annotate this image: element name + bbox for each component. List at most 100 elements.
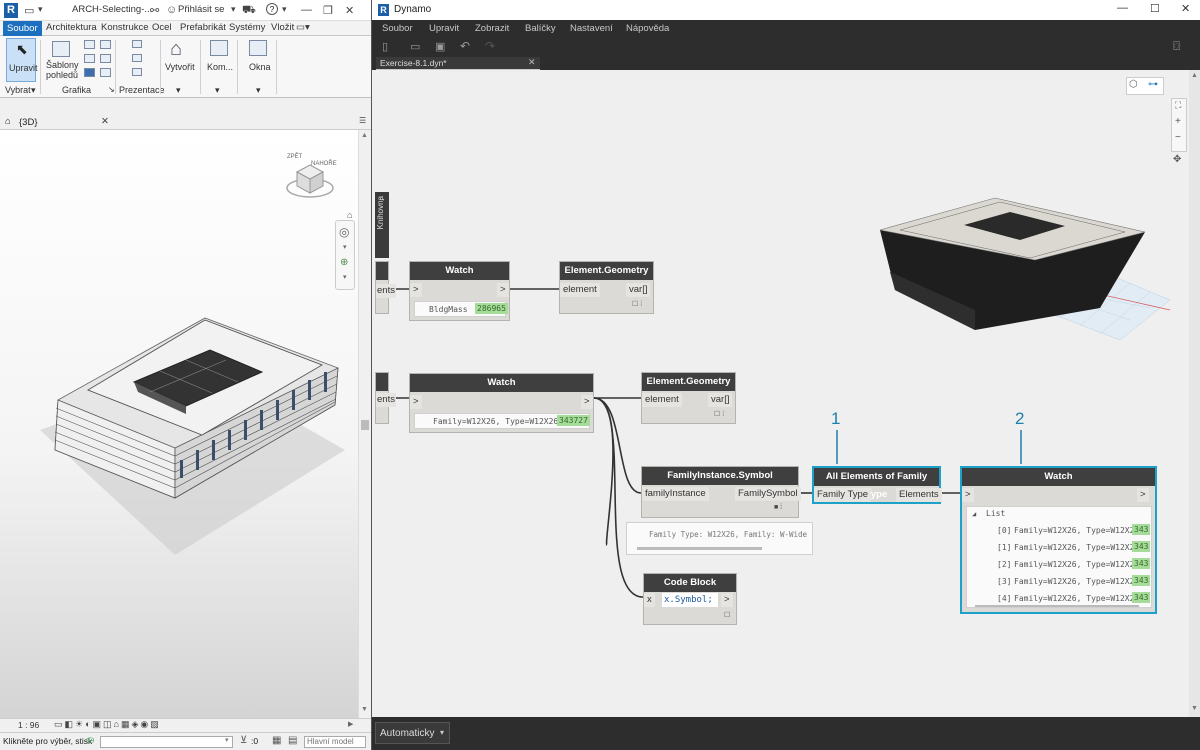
binoculars-icon[interactable]: ⚯ <box>150 5 160 17</box>
cart-icon[interactable]: ⛟ <box>242 4 256 16</box>
scroll-down-icon[interactable]: ▼ <box>1191 705 1198 712</box>
element-id-value[interactable]: 343 <box>1132 524 1151 535</box>
all-elements-of-family-type-node[interactable]: All Elements of Family Type Family Type … <box>812 466 942 504</box>
tab-systems[interactable]: Systémy <box>229 22 266 33</box>
presentation-tool-icon[interactable] <box>132 40 142 48</box>
scroll-up-icon[interactable]: ▲ <box>1191 72 1198 79</box>
file-tab[interactable]: Exercise-8.1.dyn* ✕ <box>376 57 540 70</box>
open-icon[interactable]: ▭ <box>24 5 35 17</box>
zoom-dropdown-icon[interactable]: ▾ <box>343 274 347 281</box>
revit-3d-viewport[interactable]: ZPĚT NAHOŘE ⌂ ◎ ▾ ⊕ ▾ <box>0 130 358 718</box>
close-icon[interactable]: ✕ <box>345 5 355 17</box>
save-icon[interactable]: ▣ <box>435 41 446 53</box>
windows-dropdown-icon[interactable]: ▾ <box>256 85 261 95</box>
watch-node[interactable]: Watch > > Family=W12X26, Type=W12X26 343… <box>409 373 594 433</box>
fit-view-icon[interactable]: ⛶ <box>1175 100 1182 110</box>
input-port[interactable]: > <box>962 488 974 502</box>
viewcube-home-icon[interactable]: ⌂ <box>347 210 353 220</box>
sign-in-link[interactable]: Přihlásit se <box>178 4 225 15</box>
output-port[interactable]: Elements <box>896 488 942 502</box>
output-port[interactable]: ents <box>376 393 396 407</box>
component-button[interactable]: Kom... <box>207 62 234 72</box>
familyinstance-symbol-node[interactable]: FamilyInstance.Symbol familyInstance Fam… <box>641 466 801 518</box>
run-mode-dropdown[interactable]: Automaticky ▾ <box>375 722 450 744</box>
element-id-value[interactable]: 286965 <box>475 303 508 314</box>
sign-in-dropdown-icon[interactable]: ▾ <box>231 4 236 14</box>
element-id-value[interactable]: 343 <box>1132 575 1151 586</box>
input-port[interactable]: Family Type <box>814 488 872 502</box>
workset-icon[interactable]: ⛀ <box>86 735 95 746</box>
help-dropdown-icon[interactable]: ▾ <box>282 4 287 14</box>
scroll-thumb[interactable] <box>361 420 369 430</box>
input-port[interactable]: element <box>560 283 600 297</box>
graphics-tool-icon[interactable] <box>84 68 95 77</box>
menu-view[interactable]: Zobrazit <box>475 23 510 34</box>
output-port[interactable]: > <box>1137 488 1149 502</box>
preview-toggle-icon[interactable]: ■ ⁞ <box>774 504 783 511</box>
filter-icon[interactable]: ⊻ <box>240 735 248 746</box>
model-dropdown[interactable]: Hlavní model <box>304 736 366 748</box>
close-tab-icon[interactable]: ✕ <box>528 57 536 67</box>
element-id-value[interactable]: 343727 <box>557 415 590 426</box>
graphics-tool-icon[interactable] <box>100 68 111 77</box>
revit-view-scrollbar[interactable]: ▲ ▼ <box>358 130 371 718</box>
input-port[interactable]: > <box>410 283 422 297</box>
output-port[interactable]: > <box>581 395 593 409</box>
zoom-out-icon[interactable]: − <box>1175 132 1181 143</box>
element-id-value[interactable]: 343 <box>1132 592 1151 603</box>
windows-icon[interactable] <box>249 40 267 56</box>
element-id-value[interactable]: 343 <box>1132 558 1151 569</box>
tab-steel[interactable]: Ocel <box>152 22 172 33</box>
partial-node[interactable]: ents <box>375 261 396 314</box>
graphics-tool-icon[interactable] <box>84 40 95 49</box>
menu-help[interactable]: Nápověda <box>626 23 670 34</box>
menu-file[interactable]: Soubor <box>382 23 413 34</box>
view-menu-icon[interactable]: ☰ <box>359 116 367 125</box>
user-icon[interactable]: ☺ <box>166 4 178 16</box>
view-scale[interactable]: 1 : 96 <box>18 720 40 730</box>
3d-view-tab[interactable]: {3D} <box>19 117 38 128</box>
library-tab[interactable]: Knihovna → <box>375 192 389 258</box>
more-tabs-icon[interactable]: ▭▾ <box>296 22 310 33</box>
collapse-list-icon[interactable]: ◢ <box>972 510 977 518</box>
output-port[interactable]: var[] <box>708 393 733 407</box>
component-dropdown-icon[interactable]: ▾ <box>215 85 220 95</box>
redo-icon[interactable]: ↷ <box>485 39 496 53</box>
scroll-right-icon[interactable]: ▶ <box>348 721 354 728</box>
preview-toggle-icon[interactable]: ☐ ⁞ <box>632 301 643 308</box>
menu-edit[interactable]: Upravit <box>429 23 460 34</box>
minimize-icon[interactable]: — <box>301 4 312 16</box>
tab-file[interactable]: Soubor <box>3 21 42 36</box>
element-geometry-node[interactable]: Element.Geometry element var[] ☐ ⁞ <box>641 372 736 424</box>
graphics-tool-icon[interactable] <box>100 40 111 49</box>
preview-toggle-icon[interactable]: ☐ <box>724 612 731 619</box>
pan-icon[interactable]: ✥ <box>1173 154 1182 165</box>
tab-architecture[interactable]: Architektura <box>46 22 97 33</box>
scroll-down-icon[interactable]: ▼ <box>361 706 368 713</box>
output-port[interactable]: ents <box>376 284 396 298</box>
graph-canvas[interactable]: Knihovna → ⬡ ⊶ ⛶ + − ✥ <box>375 70 1189 717</box>
code-block-node[interactable]: Code Block x x.Symbol; > ☐ <box>643 573 737 625</box>
close-icon[interactable]: ✕ <box>1181 3 1191 15</box>
partial-node[interactable]: ents <box>375 372 396 424</box>
output-port[interactable]: > <box>497 283 509 297</box>
editable-only-icon[interactable]: ▤ <box>288 735 298 746</box>
input-port[interactable]: familyInstance <box>642 487 709 501</box>
preview-toggle-icon[interactable]: ☐ ⁞ <box>714 411 725 418</box>
graphics-tool-icon[interactable] <box>100 54 111 63</box>
output-port[interactable]: var[] <box>626 283 651 297</box>
revit-logo[interactable]: R <box>4 3 18 18</box>
windows-button[interactable]: Okna <box>249 62 271 72</box>
restore-icon[interactable]: ❐ <box>323 5 333 17</box>
create-dropdown-icon[interactable]: ▾ <box>176 85 181 95</box>
wheel-dropdown-icon[interactable]: ▾ <box>343 244 347 251</box>
geometry-view-icon[interactable]: ⬡ <box>1129 79 1138 90</box>
graph-view-icon[interactable]: ⊶ <box>1148 79 1158 90</box>
menu-packages[interactable]: Balíčky <box>525 23 556 34</box>
canvas-scrollbar[interactable]: ▲ ▼ <box>1189 70 1200 717</box>
steering-wheel-icon[interactable]: ◎ <box>339 225 350 239</box>
tab-insert[interactable]: Vložit <box>271 22 295 33</box>
watch-node[interactable]: Watch > > ◢ List [0] Family=W12X26, Type… <box>960 466 1157 614</box>
house-icon[interactable]: ⌂ <box>170 38 183 60</box>
presentation-tool-icon[interactable] <box>132 68 142 76</box>
